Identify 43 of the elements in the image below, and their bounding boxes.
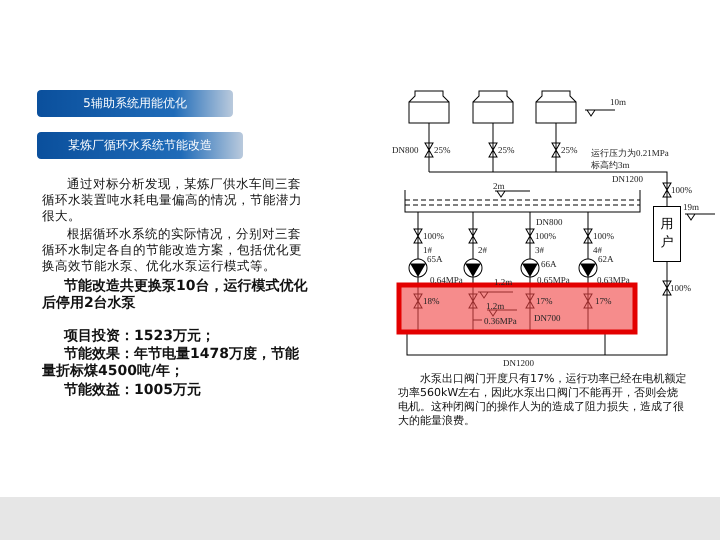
pipe-label: 17% <box>536 296 552 306</box>
pipe-label: DN800 <box>392 145 418 155</box>
pipe-label: 25% <box>498 145 514 155</box>
pipe-label: 1.2m <box>486 301 504 311</box>
pipe-label: 66A <box>541 259 556 269</box>
pipe-label: 标高约3m <box>591 160 630 170</box>
pipe-label: 18% <box>423 296 440 306</box>
result-text: 项目投资：1523万元； <box>62 328 216 345</box>
highlight-text: 节能改造共更换泵10台，运行模式优化后停用2台水泵 <box>42 278 308 312</box>
pipe-label: 0.63MPa <box>597 275 630 285</box>
paragraph: 根据循环水系统的实际情况，分别对三套循环水制定各自的节能改造方案，包括优化更换高效节能水泵、优化水泵运行模式等。 <box>42 226 303 274</box>
pipe-label: 62A <box>598 254 614 264</box>
pipe-label: 100% <box>593 231 614 241</box>
pipe-label: 100% <box>671 185 692 195</box>
pipe-label: 0.65MPa <box>537 275 570 285</box>
result-text: 节能效果：年节电量1478万度，节能量折标煤4500吨/年； <box>42 346 300 380</box>
user-box: 用户 <box>653 206 681 262</box>
paragraph: 通过对标分析发现，某炼厂供水车间三套循环水装置吨水耗电量偏高的情况，节能潜力很大。 <box>42 176 303 224</box>
note-text: 水泵出口阀门开度只有17%，运行功率已经在电机额定功率560kW左右，因此水泵出口阀门不能再开，否则会烧电机。这种闭阀门的操作人为的造成了阻力损失，造成了很大的能量浪费。 <box>398 372 688 428</box>
section-banner: 5辅助系统用能优化 <box>37 90 233 117</box>
pipe-label: 0.64MPa <box>430 275 463 285</box>
pipe-label: DN1200 <box>503 358 534 368</box>
pipe-label: 2# <box>478 245 487 255</box>
pipe-label: DN800 <box>536 217 562 227</box>
pipe-label: 2m <box>493 181 505 191</box>
pipe-label: DN1200 <box>612 174 643 184</box>
pipe-label: 100% <box>535 231 556 241</box>
pipe-label: 1# <box>423 245 432 255</box>
result-text: 节能效益：1005万元 <box>63 382 202 399</box>
pipe-label: 0.36MPa <box>484 316 517 326</box>
section-banner: 某炼厂循环水系统节能改造 <box>37 132 243 159</box>
pipe-label: 25% <box>561 145 578 155</box>
pipe-label: DN700 <box>534 313 560 323</box>
pipe-label: 17% <box>595 296 612 306</box>
pipe-label: 10m <box>610 97 626 107</box>
pipe-label: 4# <box>593 245 602 255</box>
pipe-label: 65A <box>427 254 442 264</box>
pipe-label: 100% <box>423 231 444 241</box>
pipe-label: 19m <box>683 202 700 212</box>
pipe-label: 100% <box>670 283 691 293</box>
pipe-label: 3# <box>535 245 544 255</box>
pipe-label: 25% <box>434 145 450 155</box>
pipe-label: 运行压力为0.21MPa <box>591 148 669 158</box>
